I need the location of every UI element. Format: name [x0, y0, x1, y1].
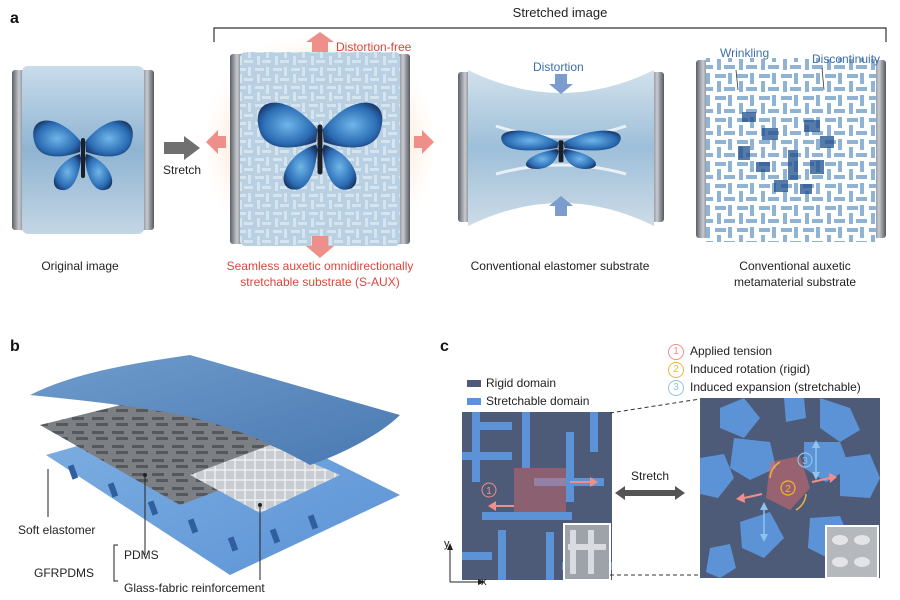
top-elastomer-layer	[30, 355, 400, 465]
axis-y-label: y	[444, 538, 450, 550]
legend-rigid-swatch	[467, 380, 481, 387]
panel-b-label: b	[10, 338, 20, 355]
stretched-bracket	[213, 27, 887, 42]
panel-a-label: a	[10, 10, 19, 27]
unit-cell-unstretched: 1	[462, 412, 612, 580]
saux-panel	[206, 32, 434, 258]
stretch-arrow-icon	[164, 136, 200, 160]
axis-x-label: x	[481, 576, 487, 588]
stretch-double-arrow-icon	[615, 486, 685, 500]
legend-stretchable-swatch	[467, 398, 481, 405]
arrow-down-icon	[549, 74, 573, 94]
glass-fabric-layer	[190, 445, 340, 513]
distortion-free-label: Distortion-free	[336, 40, 412, 54]
stretched-image-title: Stretched image	[512, 5, 608, 20]
arrow-left-icon	[206, 130, 226, 154]
elastomer-caption: Conventional elastomer substrate	[470, 259, 650, 273]
arrow-down-icon	[306, 236, 334, 258]
step1-label: Applied tension	[690, 344, 773, 358]
butterfly-icon	[257, 102, 383, 190]
soft-elastomer-label: Soft elastomer	[18, 523, 96, 537]
original-caption: Original image	[41, 259, 119, 273]
step3-label: Induced expansion (stretchable)	[690, 380, 861, 394]
butterfly-icon	[33, 120, 133, 191]
legend-rigid: Rigid domain	[486, 376, 557, 390]
layer-stack-illustration	[30, 355, 400, 582]
step2-marker: 2	[785, 484, 791, 495]
step2-badge: 2	[668, 362, 684, 378]
arrow-right-icon	[414, 130, 434, 154]
discontinuity-label: Discontinuity	[812, 52, 881, 66]
wrinkling-label: Wrinkling	[720, 46, 770, 60]
butterfly-icon	[501, 130, 621, 169]
glass-fabric-label: Glass-fabric reinforcement	[124, 581, 265, 595]
elastomer-panel	[458, 70, 664, 226]
saux-caption-1: Seamless auxetic omnidirectionally	[226, 259, 414, 273]
pdms-label: PDMS	[124, 548, 159, 562]
unit-cell-stretched: 2 3	[700, 398, 880, 578]
step2-label: Induced rotation (rigid)	[690, 362, 811, 376]
step1-marker: 1	[486, 486, 492, 497]
fragmented-butterfly	[738, 112, 834, 194]
panel-c-label: c	[440, 338, 449, 355]
distortion-label: Distortion	[533, 60, 584, 74]
stretch-c-label: Stretch	[630, 469, 669, 483]
metamaterial-caption-2: metamaterial substrate	[733, 275, 857, 289]
step3-marker: 3	[802, 456, 808, 467]
step3-badge: 3	[668, 380, 684, 396]
stretch-label: Stretch	[162, 163, 201, 177]
saux-caption-2: stretchable substrate (S-AUX)	[240, 275, 400, 289]
metamaterial-caption-1: Conventional auxetic	[739, 259, 851, 273]
arrow-up-icon	[549, 196, 573, 216]
legend-stretchable: Stretchable domain	[486, 394, 590, 408]
metamaterial-panel	[696, 58, 886, 242]
gfrpdms-label: GFRPDMS	[34, 566, 94, 580]
step1-badge: 1	[668, 344, 684, 360]
axis-indicator	[447, 543, 485, 585]
zoom-connectors	[610, 398, 701, 576]
arrow-up-icon	[306, 32, 334, 52]
original-image-panel	[12, 66, 154, 234]
